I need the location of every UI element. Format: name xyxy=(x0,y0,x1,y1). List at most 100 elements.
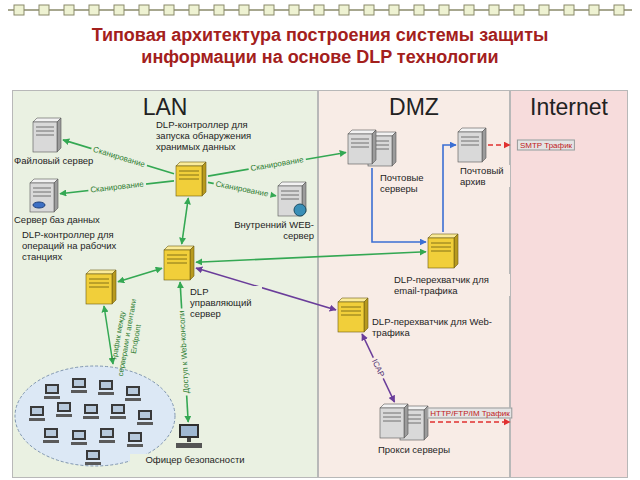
node-icon xyxy=(458,128,486,162)
tower-side xyxy=(392,132,396,166)
monitor xyxy=(44,428,58,438)
drive-bay xyxy=(461,137,479,138)
monitor xyxy=(111,404,125,414)
tower-top xyxy=(176,162,206,166)
tower-top xyxy=(458,128,486,132)
node-label: Почтовый архив xyxy=(460,165,510,187)
keyboard xyxy=(56,414,72,417)
drive-bay xyxy=(431,243,451,244)
server-tower xyxy=(338,298,368,332)
server-node: DLP-перехватчик для email-трафика xyxy=(428,234,458,268)
drive-bay xyxy=(461,145,479,146)
node-label: Офицер безопасности xyxy=(130,454,260,465)
workstation xyxy=(98,380,114,395)
bar-square xyxy=(589,5,599,15)
bar-square xyxy=(39,5,49,15)
keyboard xyxy=(83,416,99,419)
bar-square xyxy=(464,5,474,15)
server-node: Файловый сервер xyxy=(33,118,61,152)
screen xyxy=(74,380,84,386)
node-icon xyxy=(338,298,368,332)
bar-square xyxy=(189,5,199,15)
screen xyxy=(59,404,69,410)
server-node: Почтовый архив xyxy=(458,128,486,162)
node-label: Прокси серверы xyxy=(378,444,478,455)
drive-bay xyxy=(89,283,109,284)
bar-square xyxy=(414,5,424,15)
monitor xyxy=(84,404,98,414)
tower-side xyxy=(482,128,486,162)
workstation xyxy=(56,402,72,417)
drive-bay xyxy=(383,421,401,422)
node-label: Почтовые серверы xyxy=(380,172,440,194)
keyboard xyxy=(71,390,87,393)
node-label: DLP управляющий сервер xyxy=(190,286,262,319)
tower-top xyxy=(164,246,194,250)
bar-square xyxy=(289,5,299,15)
server-node: DLP-контроллер для запуска обнаружения х… xyxy=(176,162,206,196)
workstation xyxy=(83,404,99,419)
drive-bay xyxy=(167,263,187,264)
node-label: Внутренний WEB-сервер xyxy=(228,219,314,241)
tower-side xyxy=(112,270,116,304)
bar-square xyxy=(264,5,274,15)
screen xyxy=(102,430,112,436)
drive-bay xyxy=(341,311,361,312)
bar-square xyxy=(214,5,224,15)
node-icon xyxy=(380,404,428,440)
tower-top xyxy=(33,118,61,122)
screen xyxy=(101,382,111,388)
workstation-area xyxy=(15,366,175,466)
bar-square xyxy=(239,5,249,15)
bar-square xyxy=(439,5,449,15)
drive-bay xyxy=(351,139,369,140)
bar-square xyxy=(564,5,574,15)
drive-bay xyxy=(431,251,451,252)
drive-bay xyxy=(36,127,54,128)
bar-square xyxy=(339,5,349,15)
screen xyxy=(130,434,140,440)
server-tower xyxy=(348,130,376,164)
screen xyxy=(140,412,150,418)
keyboard xyxy=(44,396,60,399)
node-label: DLP-контроллер для операций на рабочих с… xyxy=(22,229,150,262)
tower-top xyxy=(278,182,306,186)
globe xyxy=(294,204,306,216)
drive-bay xyxy=(179,179,199,180)
keyboard xyxy=(85,462,101,465)
node-label: DLP-контроллер для запуска обнаружения х… xyxy=(156,119,280,152)
drive-bay xyxy=(281,191,299,192)
monitor xyxy=(30,406,44,416)
drive-bay xyxy=(281,199,299,200)
monitor xyxy=(57,402,71,412)
server-tower xyxy=(86,270,116,304)
drive-bay xyxy=(36,135,54,136)
tower-front xyxy=(338,302,364,332)
screen xyxy=(128,388,138,394)
workstation xyxy=(85,450,101,465)
monitor xyxy=(72,430,86,440)
drive-bay xyxy=(89,287,109,288)
screen xyxy=(47,386,57,392)
server-node: Почтовые серверы xyxy=(348,130,396,166)
drive-bay xyxy=(33,196,51,197)
screen xyxy=(88,452,98,458)
stand xyxy=(187,438,191,442)
node-icon xyxy=(86,270,116,304)
bar-square xyxy=(139,5,149,15)
keyboard xyxy=(137,422,153,425)
tower-front xyxy=(30,183,54,212)
screen xyxy=(86,406,96,412)
zone-title: Internet xyxy=(511,93,627,121)
top-squares xyxy=(14,5,624,15)
workstations xyxy=(29,378,153,465)
tower-side xyxy=(57,118,61,152)
bar-square xyxy=(389,5,399,15)
bar-square xyxy=(64,5,74,15)
workstation xyxy=(125,386,141,401)
bar-square xyxy=(114,5,124,15)
connector xyxy=(430,421,510,423)
tower-side xyxy=(202,162,206,196)
workstation xyxy=(44,384,60,399)
screen xyxy=(181,426,197,436)
